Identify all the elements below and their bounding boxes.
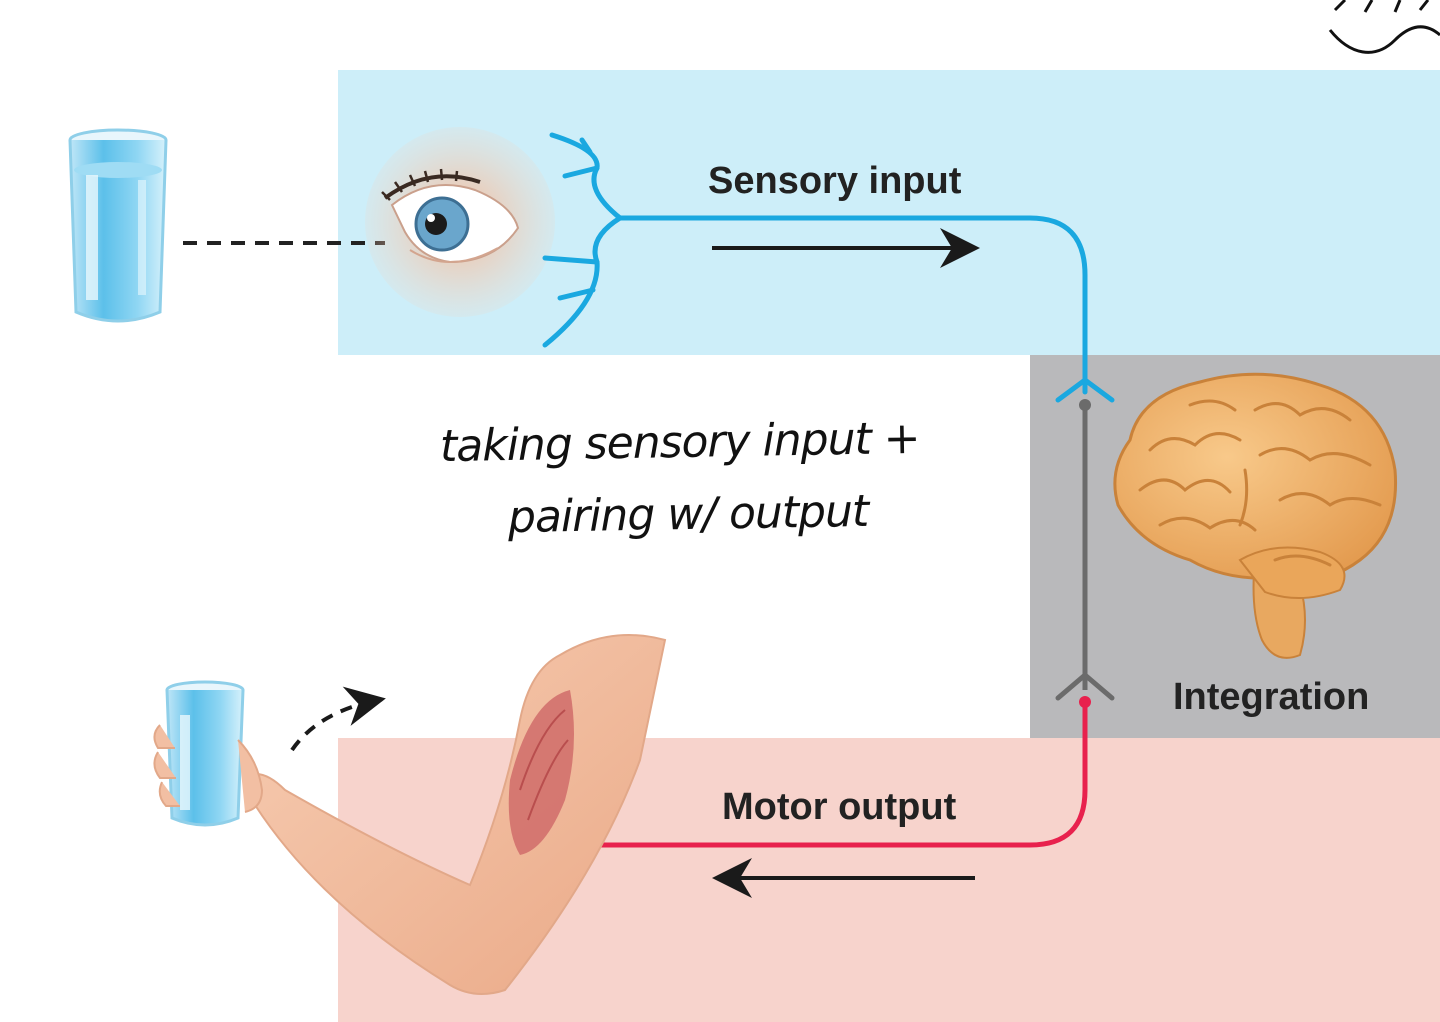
- interneuron: [1055, 399, 1115, 701]
- water-glass-icon: [68, 128, 168, 323]
- handwritten-scribble: [1333, 0, 1430, 13]
- handwritten-note-line1: taking sensory input +: [439, 412, 921, 473]
- sensory-nerve: [542, 132, 1115, 403]
- flow-arrow-icon: [290, 686, 386, 752]
- handwritten-scribble: [1328, 25, 1440, 54]
- motor-nerve-origin: [1079, 696, 1091, 708]
- eye-icon: [365, 127, 555, 317]
- handwritten-note-line2: pairing w/ output: [507, 485, 869, 544]
- brain-icon: [1113, 372, 1398, 659]
- sensory-input-label: Sensory input: [708, 160, 962, 202]
- integration-label: Integration: [1173, 676, 1370, 718]
- motor-output-label: Motor output: [722, 786, 957, 828]
- arm-holding-glass-icon: [153, 634, 667, 995]
